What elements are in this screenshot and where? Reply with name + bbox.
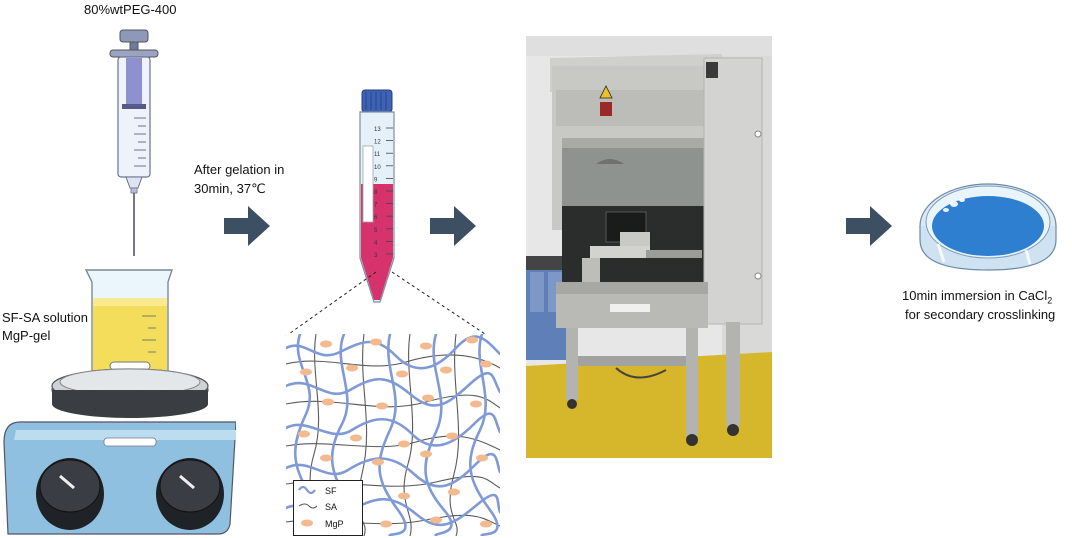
tube-scale-number: 10: [374, 165, 381, 171]
immersion-label-line1: 10min immersion in CaCl2: [902, 288, 1052, 309]
gelation-label-line2: 30min, 37℃: [194, 181, 266, 196]
peg-label: 80%wtPEG-400: [84, 2, 177, 17]
tube-scale-number: 8: [374, 190, 378, 196]
legend-sf-swatch: [298, 485, 316, 495]
mgp-particle: [422, 394, 434, 402]
mgp-particle: [466, 336, 478, 344]
mgp-particle: [300, 368, 312, 376]
process-arrow-2: [430, 206, 476, 246]
mgp-particle: [350, 434, 362, 442]
legend-sa-swatch: [298, 503, 318, 509]
mgp-particle: [440, 366, 452, 374]
mgp-particle: [346, 364, 358, 372]
mgp-particle: [372, 458, 384, 466]
legend-sf-label: SF: [325, 486, 337, 496]
tube-scale-number: 5: [374, 228, 378, 234]
centrifuge-tube-icon: 13 12 11 10 9 8 7 6 5 4 3: [359, 89, 395, 303]
zoom-lines: [285, 271, 489, 337]
tube-scale-number: 11: [374, 152, 381, 158]
legend: SF SA MgP: [293, 480, 363, 536]
mgp-particle: [470, 400, 482, 408]
tube-scale-number: 9: [374, 177, 378, 183]
tube-scale-number: 6: [374, 215, 378, 221]
tube-scale-number: 7: [374, 203, 378, 209]
mgp-particle: [480, 520, 492, 528]
tube-scale-number: 12: [374, 140, 381, 146]
immersion-label-subscript: 2: [1047, 295, 1053, 306]
mgp-particle: [322, 398, 334, 406]
petri-dish-icon: [919, 183, 1057, 271]
mgp-particle: [370, 338, 382, 346]
immersion-label-line2: for secondary crosslinking: [905, 307, 1056, 322]
biosafety-cabinet-photo: [526, 36, 772, 458]
mgp-particle: [448, 488, 460, 496]
mgp-particle: [480, 360, 492, 368]
mgp-particle: [320, 454, 332, 462]
tube-scale-number: 4: [374, 240, 378, 246]
mgp-particle: [298, 430, 310, 438]
tube-scale-number: 3: [374, 253, 378, 259]
mgp-particle: [476, 454, 488, 462]
magnetic-stirrer-icon: [3, 269, 236, 535]
process-arrow-1: [224, 206, 270, 246]
process-arrow-3: [846, 206, 892, 246]
mgp-particle: [398, 440, 410, 448]
beaker-icon: [84, 269, 173, 381]
syringe-icon: [109, 29, 159, 256]
gelation-label-line1: After gelation in: [194, 162, 285, 177]
mgp-particle: [446, 432, 458, 440]
mgp-particle: [320, 340, 332, 348]
tube-scale-number: 13: [374, 127, 381, 133]
immersion-label-prefix: 10min immersion in CaCl: [902, 288, 1048, 303]
legend-mgp-swatch: [301, 519, 313, 527]
mgp-particle: [380, 520, 392, 528]
mgp-particle: [398, 492, 410, 500]
mgp-particle: [420, 342, 432, 350]
mgp-particle: [430, 516, 442, 524]
mgp-particle: [420, 450, 432, 458]
legend-mgp-label: MgP: [325, 519, 344, 529]
solution-label-line2: MgP-gel: [2, 328, 51, 343]
mgp-particle: [396, 370, 408, 378]
legend-sa-label: SA: [325, 502, 337, 512]
solution-label-line1: SF-SA solution with: [2, 310, 115, 325]
mgp-particle: [376, 402, 388, 410]
